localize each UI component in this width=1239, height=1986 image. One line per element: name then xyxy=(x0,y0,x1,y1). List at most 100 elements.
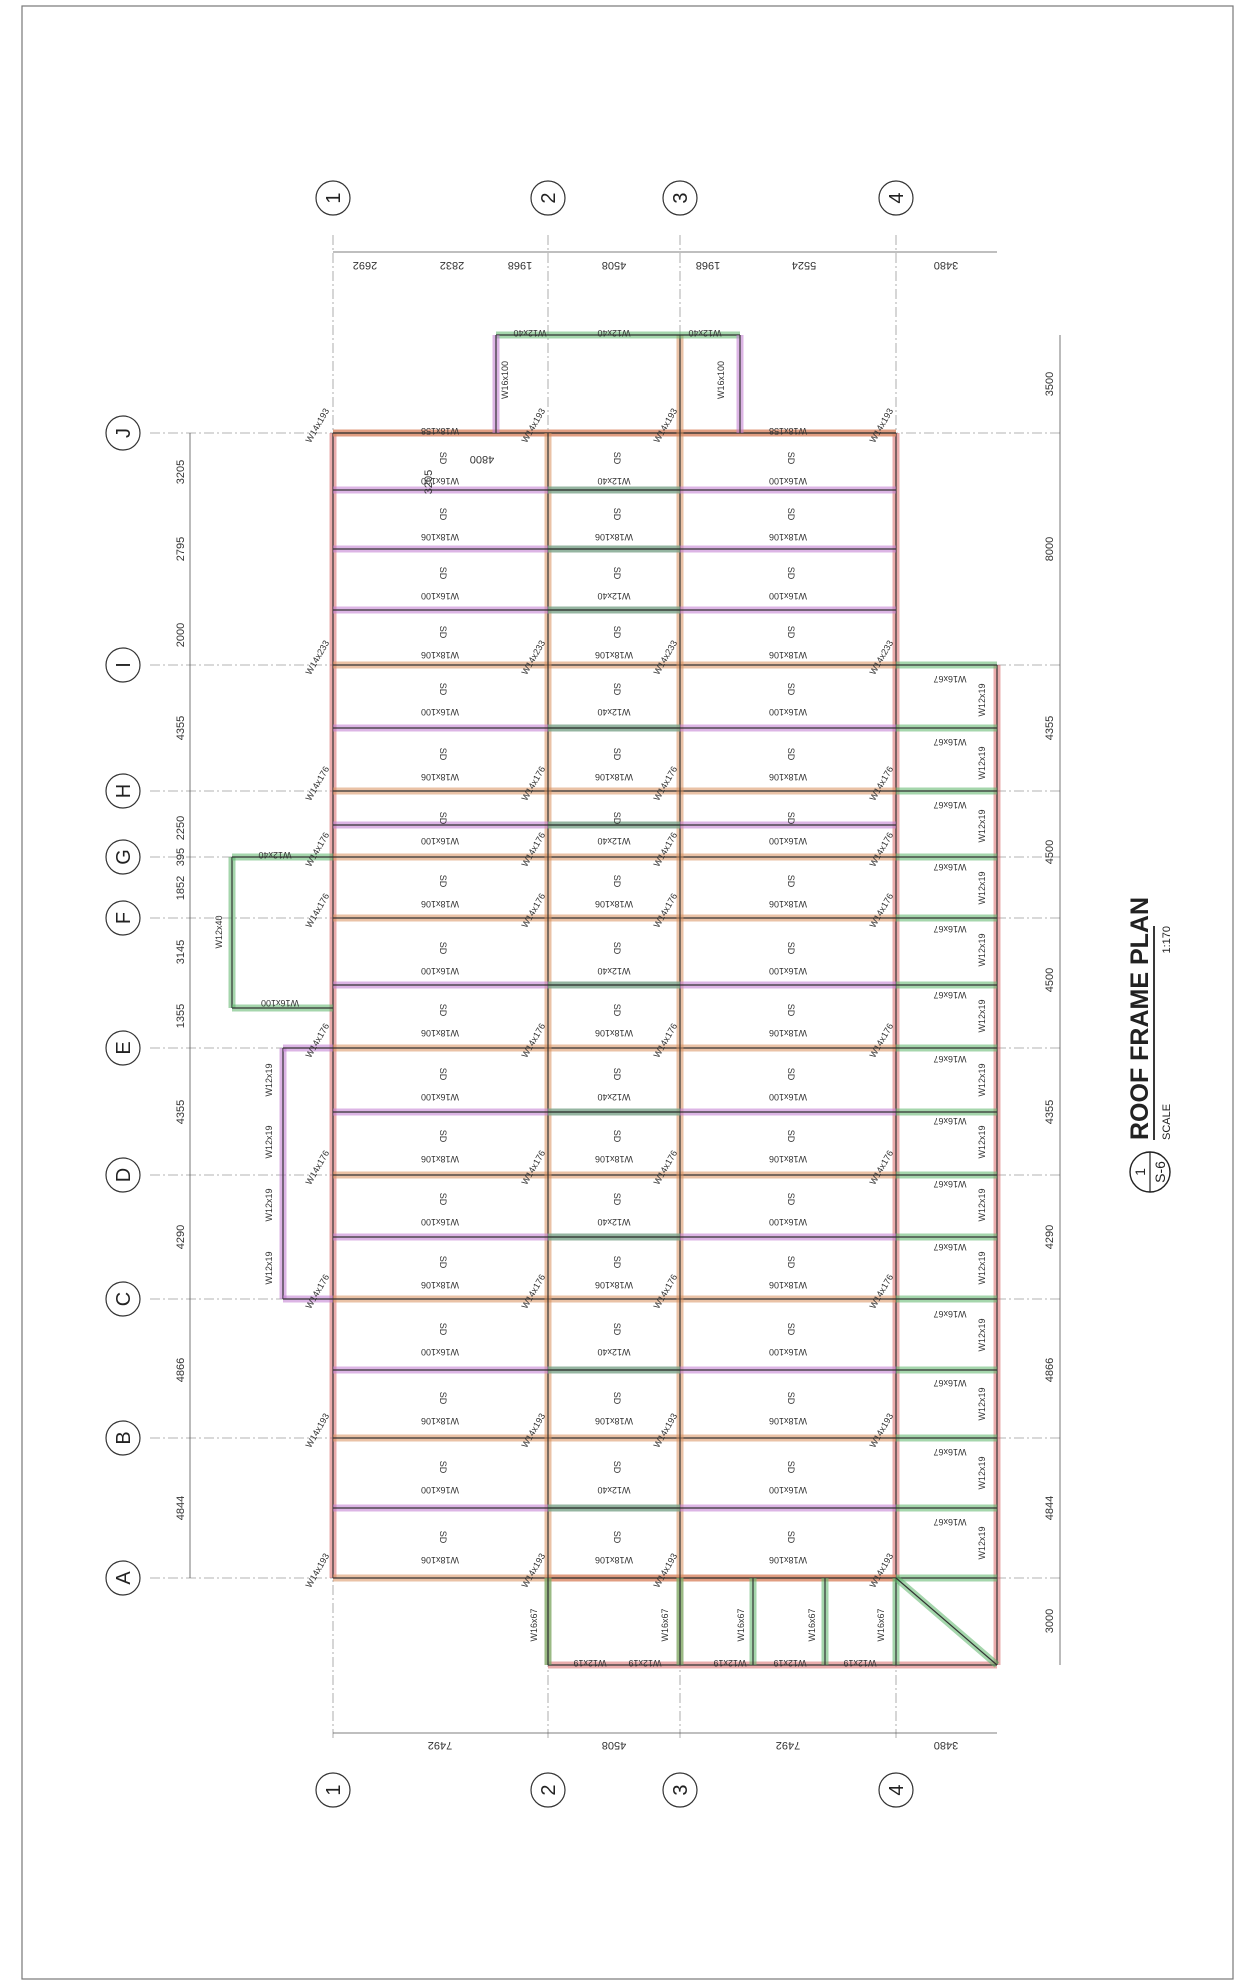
outrigger-label: W12x40 xyxy=(214,915,224,948)
edge-beam-label-12: W16x67 xyxy=(933,1447,966,1457)
span-tag-right-7: SD xyxy=(786,1068,796,1081)
grid-bubble-top-2-circle xyxy=(530,180,566,216)
dim-left-3: 4355 xyxy=(175,1100,187,1124)
span-tag-right-15: SD xyxy=(786,567,796,580)
grid-bubble-e-circle xyxy=(105,1030,141,1066)
top-ext-beam-label-left: W16x100 xyxy=(500,361,510,399)
span-tag-right-2: SD xyxy=(786,1392,796,1405)
bottom-joist-label-2: W12x19 xyxy=(713,1658,746,1668)
joist-label-5: W12x19 xyxy=(977,999,987,1032)
edge-beam-label-11: W16x67 xyxy=(933,1378,966,1388)
dim-top-0: 2692 xyxy=(353,259,377,271)
main-beam-label-left-6: W18x106 xyxy=(421,1154,459,1164)
edge-beam-label-10: W16x67 xyxy=(933,1309,966,1319)
mid-beam-label-11: W12x40 xyxy=(597,836,630,846)
main-beam-label-left-12: W18x106 xyxy=(421,772,459,782)
detail-number: 1 xyxy=(1132,1168,1148,1176)
mid-beam-label-5: W12x40 xyxy=(597,1217,630,1227)
joist-label-4: W12x19 xyxy=(977,933,987,966)
grid-bubble-g-circle xyxy=(105,839,141,875)
main-beam-label-right-2: W18x106 xyxy=(769,1416,807,1426)
main-beam-label-right-12: W18x106 xyxy=(769,772,807,782)
dim-left-5: 3145 xyxy=(175,940,187,964)
inner-dim-4800: 4800 xyxy=(470,453,494,465)
main-beam-label-right-8: W18x106 xyxy=(769,1028,807,1038)
dim-right-8: 8000 xyxy=(1044,537,1056,561)
span-tag-left-14: SD xyxy=(438,626,448,639)
span-tag-mid-13: SD xyxy=(612,683,622,696)
span-tag-mid-15: SD xyxy=(612,567,622,580)
grid-bubble-bottom-1-circle xyxy=(315,1772,351,1808)
span-tag-mid-8: SD xyxy=(612,1004,622,1017)
main-beam-label-left-1: W16x100 xyxy=(421,1485,459,1495)
canopy-joist-label-2: W12x19 xyxy=(264,1188,274,1221)
sheet-border xyxy=(21,5,1234,1980)
main-beam-label-left-11: W16x100 xyxy=(421,836,459,846)
dim-right-3: 4290 xyxy=(1044,1225,1056,1249)
edge-beam-label-7: W16x67 xyxy=(933,1116,966,1126)
span-tag-right-3: SD xyxy=(786,1323,796,1336)
grid-bubble-bottom-1-text: 1 xyxy=(323,1784,345,1795)
main-beam-label-left-2: W18x106 xyxy=(421,1416,459,1426)
main-beam-label-right-16: W18x106 xyxy=(769,532,807,542)
mid-beam-label-12: W18x106 xyxy=(595,772,633,782)
main-beam-label-right-11: W16x100 xyxy=(769,836,807,846)
span-tag-mid-7: SD xyxy=(612,1068,622,1081)
span-tag-left-6: SD xyxy=(438,1130,448,1143)
joist-label-9: W12x19 xyxy=(977,1251,987,1284)
dim-left-11: 2795 xyxy=(175,537,187,561)
joist-label-0: W12x19 xyxy=(977,683,987,716)
grid-bubble-a-text: A xyxy=(113,1571,135,1585)
main-beam-label-right-10: W18x106 xyxy=(769,899,807,909)
main-beam-label-right-3: W16x100 xyxy=(769,1347,807,1357)
joist-label-8: W12x19 xyxy=(977,1188,987,1221)
span-tag-mid-0: SD xyxy=(612,1531,622,1544)
dim-left-8: 2250 xyxy=(175,816,187,840)
main-beam-label-left-7: W16x100 xyxy=(421,1092,459,1102)
span-tag-right-16: SD xyxy=(786,508,796,521)
bottom-edge-label-4: W16x67 xyxy=(876,1608,886,1641)
mid-beam-label-8: W18x106 xyxy=(595,1028,633,1038)
edge-beam-label-1: W16x67 xyxy=(933,737,966,747)
mid-beam-label-15: W12x40 xyxy=(597,591,630,601)
edge-beam-label-4: W16x67 xyxy=(933,924,966,934)
dim-right-5: 4500 xyxy=(1044,968,1056,992)
mid-beam-label-16: W18x106 xyxy=(595,532,633,542)
span-tag-left-15: SD xyxy=(438,567,448,580)
dim-bottom-2: 7492 xyxy=(776,1739,800,1751)
span-tag-mid-5: SD xyxy=(612,1193,622,1206)
main-beam-label-left-0: W18x106 xyxy=(421,1555,459,1565)
main-beam-label-right-17: W16x100 xyxy=(769,476,807,486)
span-tag-mid-4: SD xyxy=(612,1256,622,1269)
grid-bubble-top-3-text: 3 xyxy=(670,192,692,203)
main-beam-label-right-6: W18x106 xyxy=(769,1154,807,1164)
grid-bubble-j-text: J xyxy=(113,428,135,438)
edge-beam-label-9: W16x67 xyxy=(933,1242,966,1252)
span-tag-left-8: SD xyxy=(438,1004,448,1017)
span-tag-mid-16: SD xyxy=(612,508,622,521)
joist-label-12: W12x19 xyxy=(977,1456,987,1489)
span-tag-mid-9: SD xyxy=(612,942,622,955)
dim-left-12: 3205 xyxy=(175,460,187,484)
dim-left-6: 1852 xyxy=(175,876,187,900)
grid-bubble-top-1-circle xyxy=(315,180,351,216)
dim-left-9: 4355 xyxy=(175,716,187,740)
main-beam-label-left-10: W18x106 xyxy=(421,899,459,909)
mid-beam-label-6: W18x106 xyxy=(595,1154,633,1164)
main-beam-label-left-4: W18x106 xyxy=(421,1280,459,1290)
dim-bottom-0: 7492 xyxy=(428,1739,452,1751)
dim-left-2: 4290 xyxy=(175,1225,187,1249)
bottom-joist-label-1: W12x19 xyxy=(628,1658,661,1668)
mid-beam-label-10: W18x106 xyxy=(595,899,633,909)
dim-right-4: 4355 xyxy=(1044,1100,1056,1124)
beam-label-j-right: W18x158 xyxy=(769,426,807,436)
edge-beam-label-2: W16x67 xyxy=(933,800,966,810)
grid-bubble-b-circle xyxy=(105,1420,141,1456)
span-tag-left-0: SD xyxy=(438,1531,448,1544)
bottom-joist-label-0: W12x19 xyxy=(573,1658,606,1668)
grid-bubble-e-text: E xyxy=(113,1041,135,1054)
grid-bubble-b-text: B xyxy=(113,1431,135,1444)
span-tag-left-11: SD xyxy=(438,812,448,825)
